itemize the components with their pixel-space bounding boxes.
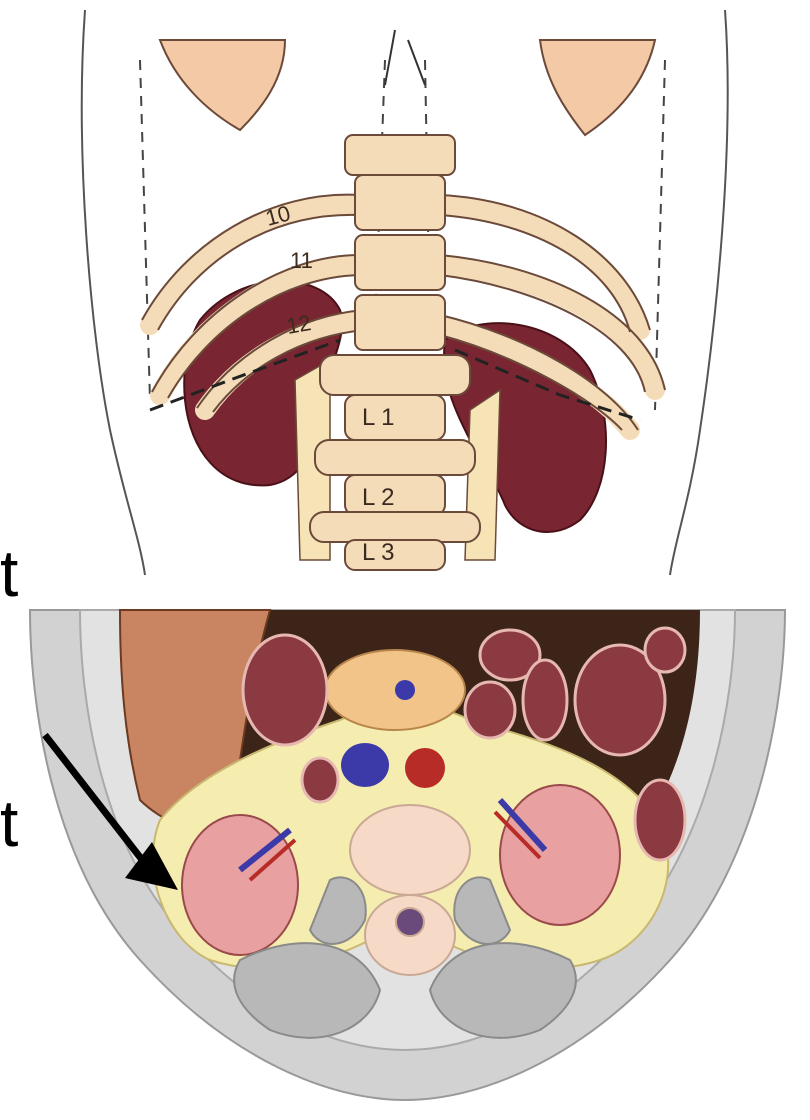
vertebral-body — [349, 804, 471, 896]
right-kidney-section — [499, 784, 621, 926]
rib-label-12: 12 — [285, 310, 313, 339]
spine — [309, 134, 481, 571]
vertebra-label-l1: L 1 — [362, 404, 394, 431]
transverse-section — [28, 609, 787, 1102]
back-muscles — [233, 876, 577, 1039]
cropped-label-t-upper: t — [0, 536, 19, 610]
posterior-view — [80, 9, 729, 576]
vertebra-label-l3: L 3 — [362, 539, 394, 566]
cropped-label-t-lower: t — [0, 786, 19, 860]
rib-label-11: 11 — [290, 248, 313, 273]
pointer-arrow — [42, 732, 178, 890]
left-scapula — [158, 38, 287, 132]
torso-outline — [80, 9, 729, 576]
right-scapula — [538, 38, 657, 137]
ribs — [140, 194, 665, 440]
vertebra-label-l2: L 2 — [362, 484, 394, 511]
